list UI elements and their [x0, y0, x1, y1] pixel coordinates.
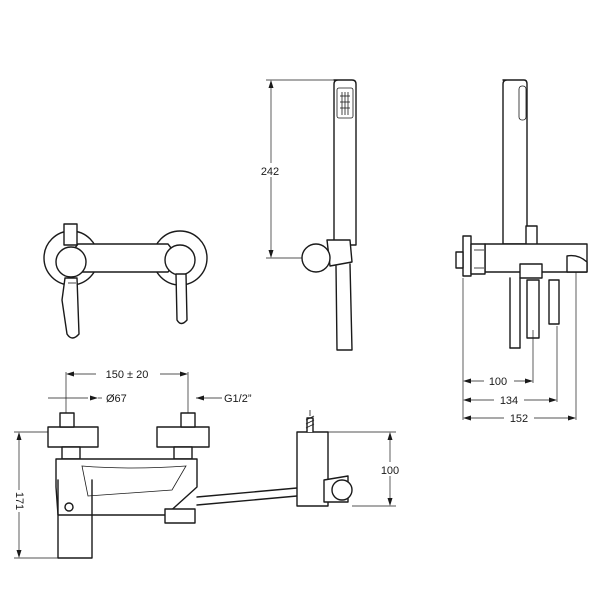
dim-projection-inner: 100	[489, 376, 507, 388]
side-valve	[519, 263, 543, 279]
front-view	[43, 223, 208, 339]
side-spout	[526, 279, 540, 339]
elev-right-nut	[173, 446, 193, 460]
handshower-view: 242	[255, 79, 357, 351]
elev-spout	[164, 508, 196, 524]
left-knob	[55, 246, 87, 278]
mixer-body-front	[71, 243, 175, 273]
elev-left-cap	[59, 412, 75, 428]
side-spray-face	[518, 85, 527, 121]
elev-left-escutcheon	[47, 426, 99, 448]
elev-wall-bracket	[296, 431, 329, 507]
elev-right-escutcheon	[156, 426, 210, 448]
dim-projection-mid: 134	[500, 395, 518, 407]
dim-overall-height: 171	[13, 492, 25, 510]
elev-left-nut	[61, 446, 81, 460]
elev-body-recess	[81, 465, 187, 497]
elev-right-cap	[180, 412, 196, 428]
right-lever	[175, 273, 188, 325]
side-lever	[548, 279, 560, 325]
wall-flange	[462, 235, 472, 277]
handshower-holder	[326, 239, 353, 267]
left-lever	[61, 277, 80, 339]
elev-mixer-body	[55, 458, 198, 516]
holder-knob	[301, 243, 331, 273]
wall-nut	[455, 251, 464, 269]
wall-connector	[470, 243, 486, 275]
dim-thread: G1/2”	[224, 393, 252, 405]
side-view: 100 134 152	[455, 79, 588, 425]
dim-centers: 150 ± 20	[106, 369, 149, 381]
dim-bracket-height: 100	[381, 465, 399, 477]
elevation-view: 150 ± 20 Ø67 G1/2” 171 100	[10, 366, 404, 559]
right-knob	[164, 244, 196, 276]
dim-handshower-height: 242	[261, 166, 279, 178]
dim-projection-total: 152	[510, 413, 528, 425]
spray-face	[336, 87, 354, 119]
hose-lower	[335, 263, 353, 351]
side-handshower	[502, 79, 528, 245]
top-cap	[63, 223, 78, 246]
side-cap	[525, 225, 538, 247]
dim-escutcheon-diameter: Ø67	[106, 393, 127, 405]
elev-outlet	[64, 502, 74, 512]
elev-holder-knob	[331, 479, 353, 501]
